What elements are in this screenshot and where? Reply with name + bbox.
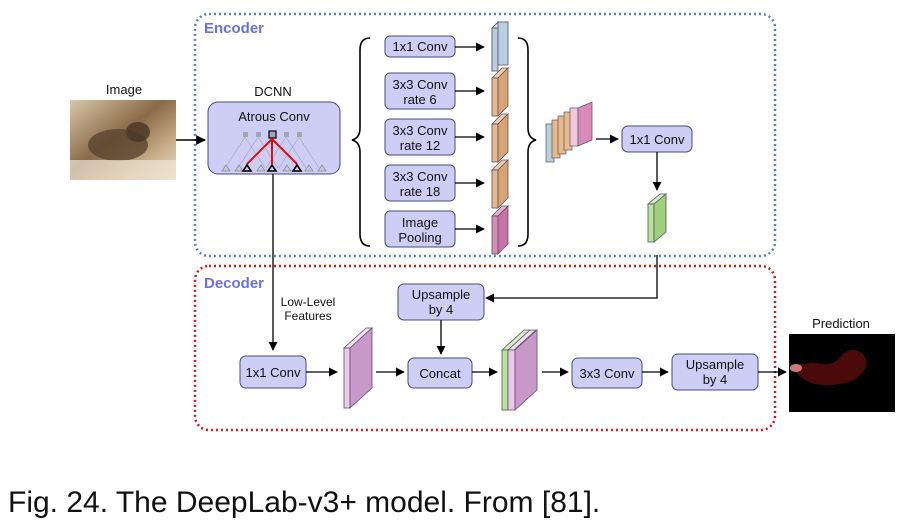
rate18-label-line1: 3x3 Conv (393, 169, 448, 184)
conv33-label: 3x3 Conv (580, 366, 635, 381)
lowlevel-label-line1: Low-Level (281, 295, 336, 309)
dec-conv1x1-label: 1x1 Conv (246, 365, 301, 380)
rate12-label-line2: rate 12 (400, 138, 440, 153)
branch-1x1: 1x1 Conv (384, 21, 509, 72)
aspp-concat-stack (545, 101, 593, 163)
input-image (70, 100, 176, 180)
dcnn-label: DCNN (254, 84, 292, 99)
concat-label: Concat (419, 366, 461, 381)
upsample1-label-line2: by 4 (429, 302, 454, 317)
pooling-label-line2: Pooling (398, 230, 441, 245)
branch-pooling: Image Pooling (384, 205, 509, 255)
encoder-output-feature (646, 193, 668, 243)
atrous-conv-label: Atrous Conv (238, 109, 310, 124)
branch-rate18: 3x3 Conv rate 18 (384, 159, 509, 209)
right-brace (517, 37, 537, 247)
branch-rate6: 3x3 Conv rate 6 (384, 67, 509, 117)
image-label: Image (106, 82, 142, 97)
enc-conv-out-label: 1x1 Conv (630, 132, 685, 147)
prediction-label: Prediction (812, 316, 870, 331)
deeplab-diagram: Encoder Decoder Image DCNN Atrous Conv (70, 12, 895, 432)
pooling-label-line1: Image (402, 215, 438, 230)
figure-caption: Fig. 24. The DeepLab-v3+ model. From [81… (8, 486, 601, 519)
left-brace (351, 37, 371, 247)
branch-rate12: 3x3 Conv rate 12 (384, 113, 509, 163)
lowlevel-label-line2: Features (284, 309, 331, 323)
concat-box (407, 357, 473, 389)
prediction-image (789, 334, 895, 412)
rate12-label-line1: 3x3 Conv (393, 123, 448, 138)
lowlevel-feature-map (342, 327, 374, 409)
conv33-box (571, 357, 643, 389)
rate6-label-line1: 3x3 Conv (393, 77, 448, 92)
encoder-title: Encoder (204, 20, 264, 37)
upsample2-label-line2: by 4 (703, 372, 728, 387)
encoder-region (193, 12, 777, 258)
atrous-diagram (221, 130, 327, 172)
rate6-label-line2: rate 6 (403, 92, 436, 107)
decoder-title: Decoder (204, 275, 264, 292)
enc-conv1x1-label: 1x1 Conv (393, 39, 448, 54)
rate18-label-line2: rate 18 (400, 184, 440, 199)
decoder-concat-stack (500, 329, 538, 411)
decoder-region (193, 264, 777, 432)
arrow-encoder-to-upsample (485, 255, 658, 303)
upsample1-label-line1: Upsample (412, 287, 471, 302)
upsample2-label-line1: Upsample (686, 357, 745, 372)
